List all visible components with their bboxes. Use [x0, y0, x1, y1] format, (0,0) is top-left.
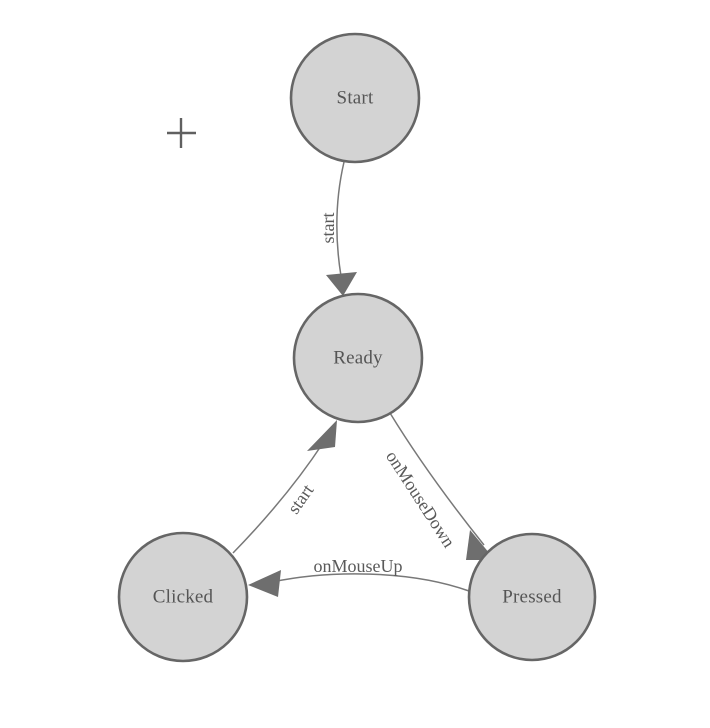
edge-path-ready-to-pressed [389, 412, 485, 546]
edge-pressed-to-clicked[interactable]: onMouseUp [248, 556, 470, 597]
node-ready-label: Ready [333, 347, 383, 368]
crosshair-icon [167, 118, 196, 148]
arrowhead-into-ready-bottom [307, 420, 337, 451]
node-clicked[interactable]: Clicked [117, 531, 249, 663]
edge-label-pressed-to-clicked: onMouseUp [314, 556, 403, 576]
arrowhead-into-clicked [248, 570, 281, 597]
node-start[interactable]: Start [289, 32, 421, 164]
node-start-label: Start [337, 87, 374, 108]
edge-path-start-to-ready [336, 161, 345, 277]
arrowhead-into-ready-top [326, 272, 357, 296]
node-pressed-circle[interactable] [467, 532, 597, 662]
edge-start-to-ready[interactable]: start [318, 161, 357, 296]
edge-path-pressed-to-clicked [271, 573, 470, 592]
node-clicked-circle[interactable] [117, 531, 249, 663]
node-pressed-label: Pressed [502, 586, 562, 607]
edge-clicked-to-ready[interactable]: start [232, 420, 337, 554]
node-clicked-label: Clicked [153, 586, 214, 607]
edge-label-clicked-to-ready: start [283, 480, 317, 517]
node-pressed[interactable]: Pressed [467, 532, 597, 662]
edge-label-start-to-ready: start [318, 213, 338, 244]
edge-path-clicked-to-ready [232, 442, 324, 554]
node-ready[interactable]: Ready [292, 292, 424, 424]
node-ready-circle[interactable] [292, 292, 424, 424]
node-start-circle[interactable] [289, 32, 421, 164]
edge-ready-to-pressed[interactable]: onMouseDown [382, 412, 495, 560]
